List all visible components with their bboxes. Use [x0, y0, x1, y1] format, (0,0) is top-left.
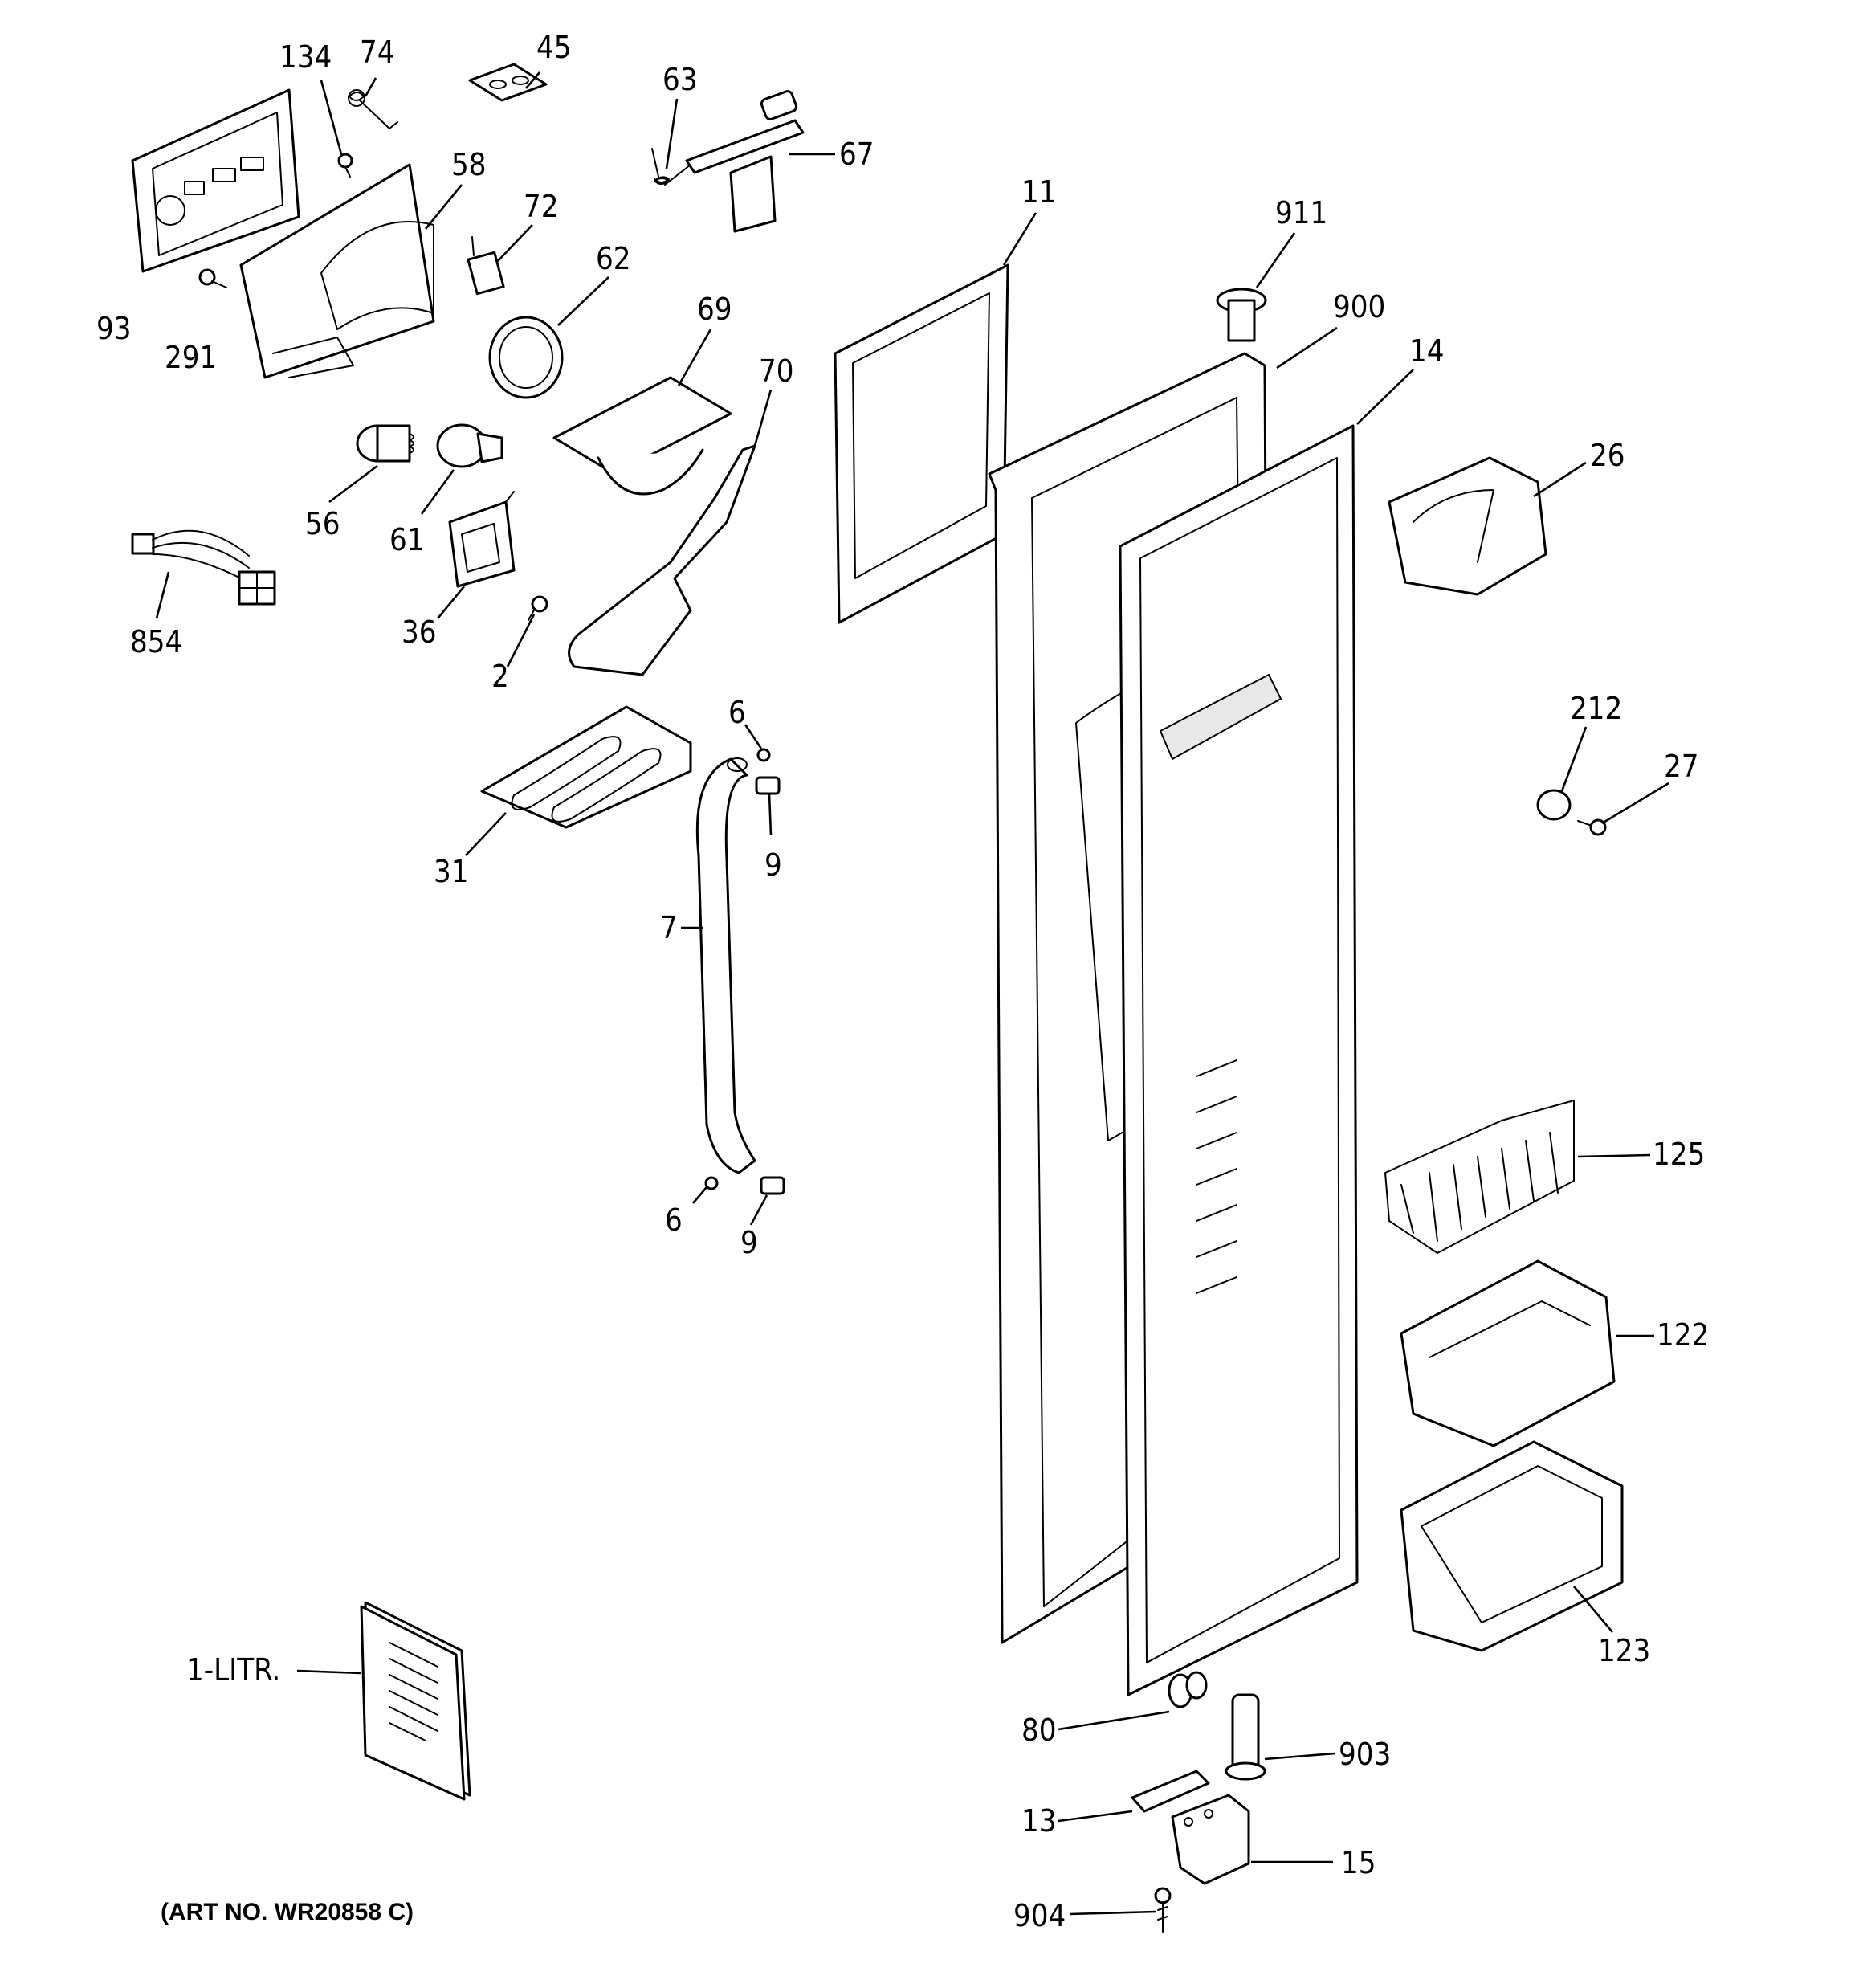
part-63-spring [651, 148, 691, 186]
label-63: 63 [662, 62, 698, 97]
label-6-top: 6 [728, 695, 746, 730]
label-70: 70 [759, 353, 794, 389]
part-61-motor [436, 423, 503, 468]
part-1-litr-literature [360, 1601, 471, 1801]
label-72: 72 [524, 189, 559, 224]
label-31: 31 [434, 854, 469, 889]
part-62-ring [488, 316, 564, 399]
part-291-screw [198, 268, 227, 288]
part-26-ice-bin [1388, 456, 1547, 596]
label-122: 122 [1657, 1317, 1709, 1353]
part-56-solenoid [356, 424, 414, 463]
label-900: 900 [1333, 289, 1385, 325]
label-15: 15 [1341, 1845, 1376, 1880]
part-7-door-handle [695, 757, 756, 1174]
label-58: 58 [451, 147, 487, 182]
label-7: 7 [660, 910, 678, 945]
part-11-dispenser-frame [834, 263, 1009, 624]
label-2: 2 [491, 659, 509, 694]
part-69-funnel-bracket [552, 376, 732, 496]
part-904-screw [1154, 1887, 1172, 1933]
label-26: 26 [1590, 438, 1625, 473]
part-67-hinge-bracket [685, 90, 805, 233]
label-14: 14 [1409, 333, 1445, 369]
label-911: 911 [1275, 195, 1327, 231]
label-93: 93 [96, 311, 132, 346]
part-123-door-bin [1400, 1440, 1624, 1652]
part-6-nut-bottom [704, 1176, 719, 1190]
leader-lines [155, 71, 1669, 1916]
label-9-bottom: 9 [740, 1225, 758, 1260]
part-9-stud-top [755, 776, 781, 795]
part-9-stud-bottom [760, 1176, 785, 1195]
part-27-screw [1577, 818, 1607, 836]
label-56: 56 [305, 506, 340, 541]
label-69: 69 [697, 292, 732, 327]
label-212: 212 [1570, 691, 1622, 726]
part-58-dispenser-housing [239, 163, 435, 379]
part-122-door-bin [1400, 1259, 1616, 1447]
part-125-wire-basket [1384, 1100, 1575, 1254]
part-134-screw [337, 153, 353, 178]
shelf-clips [1196, 1059, 1237, 1294]
label-291: 291 [165, 340, 217, 375]
label-854: 854 [130, 624, 182, 659]
label-74: 74 [360, 35, 395, 70]
part-903-hinge-pin [1225, 1693, 1266, 1781]
part-15-bottom-hinge [1171, 1794, 1250, 1885]
part-854-wire-harness [131, 529, 276, 606]
part-13-shim [1131, 1770, 1210, 1813]
label-125: 125 [1653, 1137, 1705, 1172]
part-6-nut-top [756, 748, 771, 762]
part-72-switch [467, 236, 505, 296]
part-74-spring [348, 89, 398, 129]
label-61: 61 [389, 522, 425, 557]
part-80-bushing [1168, 1671, 1208, 1708]
part-911-bushing [1216, 288, 1267, 342]
part-93-control-panel [131, 88, 300, 273]
label-1-litr: 1-LITR. [186, 1652, 280, 1688]
art-number: (ART NO. WR20858 C) [161, 1899, 414, 1925]
label-6-bottom: 6 [665, 1202, 683, 1238]
label-11: 11 [1021, 174, 1057, 210]
label-123: 123 [1598, 1633, 1650, 1668]
label-904: 904 [1013, 1898, 1066, 1933]
part-31-drip-grille [480, 705, 692, 829]
label-134: 134 [279, 39, 332, 75]
callout-labels: 134 74 45 63 67 93 291 58 72 62 69 70 11… [96, 30, 1709, 1933]
label-45: 45 [536, 30, 572, 65]
label-67: 67 [839, 137, 874, 172]
label-903: 903 [1339, 1737, 1391, 1772]
part-45-bracket [468, 63, 548, 102]
label-27: 27 [1664, 749, 1699, 784]
label-80: 80 [1021, 1712, 1057, 1748]
part-36-bracket [448, 491, 516, 588]
part-14-door-gasket [1119, 424, 1359, 1696]
label-36: 36 [402, 614, 437, 650]
label-62: 62 [596, 241, 631, 276]
label-9-top: 9 [764, 847, 782, 883]
label-13: 13 [1021, 1803, 1057, 1839]
part-2-screw [528, 595, 548, 621]
part-212-cap [1536, 789, 1572, 821]
part-70-ice-chute [568, 444, 756, 676]
